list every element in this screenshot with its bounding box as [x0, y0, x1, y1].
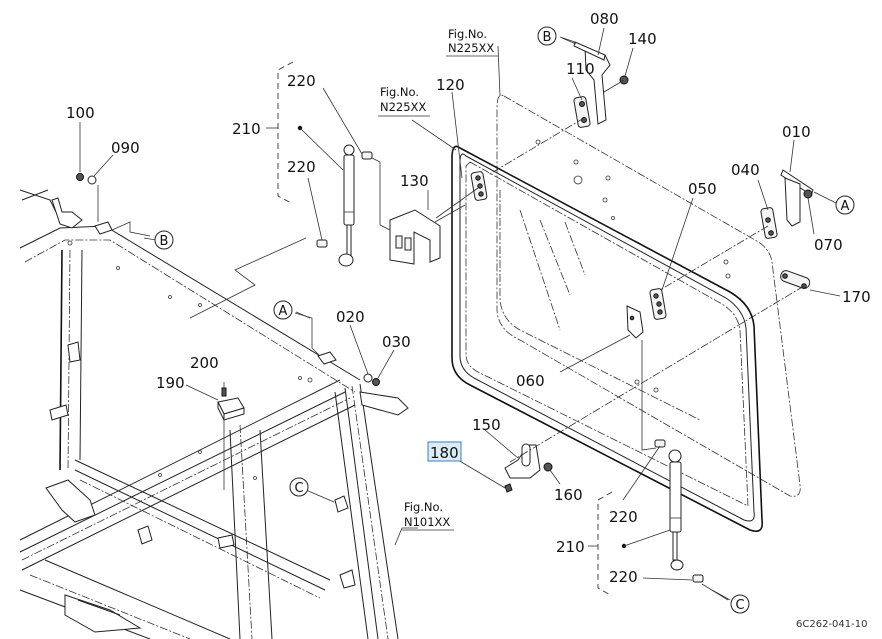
part-label-220-d[interactable]: 220: [609, 568, 638, 586]
drawing-number: 6C262-041-10: [796, 619, 867, 630]
part-label-040[interactable]: 040: [731, 161, 760, 179]
ref-marker-c-bottom[interactable]: C: [730, 594, 750, 614]
hinge-080[interactable]: [573, 41, 611, 125]
gas-strut-upper[interactable]: [316, 144, 373, 267]
screw-180[interactable]: [504, 483, 513, 493]
part-label-150[interactable]: 150: [472, 416, 501, 434]
part-label-010[interactable]: 010: [782, 123, 811, 141]
ref-marker-a-right[interactable]: A: [835, 195, 855, 215]
washer-160[interactable]: [543, 462, 553, 472]
plate-120[interactable]: [470, 171, 488, 201]
part-label-050[interactable]: 050: [688, 180, 717, 198]
part-label-220-a[interactable]: 220: [287, 72, 316, 90]
washer-020[interactable]: [363, 373, 373, 383]
part-label-210-a[interactable]: 210: [232, 120, 261, 138]
strap-170[interactable]: [779, 269, 811, 290]
highlight-box-180: [427, 441, 462, 462]
bracket-130[interactable]: [389, 209, 441, 265]
ref-marker-a-left[interactable]: A: [273, 300, 293, 320]
part-label-200[interactable]: 200: [190, 354, 219, 372]
part-label-180[interactable]: 180: [430, 444, 459, 462]
nut-100[interactable]: [76, 173, 84, 181]
part-label-190[interactable]: 190: [156, 374, 185, 392]
fig-ref-line2: N225XX: [380, 100, 426, 114]
ref-label: A: [841, 199, 850, 214]
fig-ref-line2: N101XX: [404, 515, 450, 529]
washer-090[interactable]: [87, 175, 97, 185]
ref-marker-c-left[interactable]: C: [289, 477, 309, 497]
part-label-110[interactable]: 110: [566, 60, 595, 78]
gas-strut-lower[interactable]: [654, 439, 704, 583]
part-label-080[interactable]: 080: [590, 10, 619, 28]
fig-ref-line1: Fig.No.: [380, 85, 419, 99]
part-label-220-b[interactable]: 220: [287, 158, 316, 176]
ref-marker-b-left[interactable]: B: [154, 230, 174, 250]
part-label-120[interactable]: 120: [436, 76, 465, 94]
ref-label: B: [160, 234, 169, 249]
fig-ref-line2: N225XX: [448, 41, 494, 55]
ref-marker-b-top[interactable]: B: [537, 26, 557, 46]
ref-label: B: [543, 30, 552, 45]
plate-110[interactable]: [573, 96, 591, 128]
fig-ref-n225xx-mid[interactable]: Fig.No. N225XX: [378, 85, 430, 117]
part-label-100[interactable]: 100: [66, 104, 95, 122]
cab-frame: [19, 189, 409, 639]
plate-050[interactable]: [649, 288, 667, 320]
block-190[interactable]: [217, 397, 245, 421]
part-label-090[interactable]: 090: [111, 139, 140, 157]
ref-label: A: [279, 304, 288, 319]
part-label-060[interactable]: 060: [516, 372, 545, 390]
rear-window-assembly: [451, 94, 801, 533]
part-label-170[interactable]: 170: [842, 288, 871, 306]
nut-030[interactable]: [372, 378, 380, 386]
latch-150[interactable]: [504, 443, 541, 479]
part-label-030[interactable]: 030: [382, 333, 411, 351]
part-label-130[interactable]: 130: [400, 172, 429, 190]
ref-label: C: [735, 598, 744, 613]
leader-lines: [79, 27, 841, 601]
part-label-220-c[interactable]: 220: [609, 508, 638, 526]
fig-ref-n225xx-top[interactable]: Fig.No. N225XX: [446, 27, 498, 57]
ref-label: C: [294, 481, 303, 496]
part-labels: 080 140 110 120 100 090 220 210 220 130 …: [66, 10, 871, 586]
part-label-140[interactable]: 140: [628, 30, 657, 48]
fig-ref-n101xx[interactable]: Fig.No. N101XX: [402, 500, 454, 531]
plate-040[interactable]: [760, 207, 778, 239]
fig-ref-line1: Fig.No.: [448, 27, 487, 41]
bracket-060[interactable]: [626, 305, 644, 339]
part-label-160[interactable]: 160: [554, 486, 583, 504]
part-label-020[interactable]: 020: [336, 308, 365, 326]
part-label-070[interactable]: 070: [814, 236, 843, 254]
fig-ref-line1: Fig.No.: [404, 500, 443, 514]
nut-070[interactable]: [803, 189, 813, 199]
part-label-210-b[interactable]: 210: [556, 538, 585, 556]
